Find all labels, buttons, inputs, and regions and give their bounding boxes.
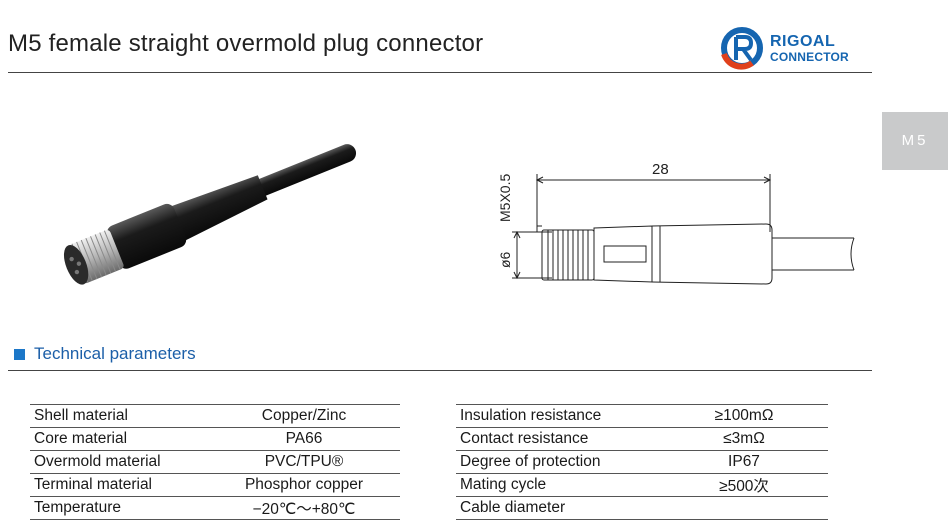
param-key: Insulation resistance <box>456 404 656 428</box>
param-value: IP67 <box>656 450 828 474</box>
logo-text-line2: CONNECTOR <box>770 50 849 64</box>
param-value: −20℃～+80℃ <box>204 496 400 520</box>
overmold-taper <box>163 175 268 245</box>
param-key: Mating cycle <box>456 473 656 497</box>
param-key: Degree of protection <box>456 450 656 474</box>
params-table-right: Insulation resistance≥100mΩ Contact resi… <box>456 404 828 520</box>
table-row: Mating cycle≥500次 <box>456 473 828 497</box>
param-value: ≤3mΩ <box>656 427 828 451</box>
param-value: ≥100mΩ <box>656 404 828 428</box>
param-value: Phosphor copper <box>204 473 400 497</box>
connector-face <box>63 244 89 285</box>
param-key: Overmold material <box>30 450 204 474</box>
param-key: Core material <box>30 427 204 451</box>
thread-label: M5X0.5 <box>497 174 513 222</box>
logo-r-glyph <box>734 35 754 62</box>
param-value: Copper/Zinc <box>204 404 400 428</box>
param-key: Temperature <box>30 496 204 520</box>
connector-photo <box>63 144 357 285</box>
param-value <box>656 496 828 520</box>
param-value: PA66 <box>204 427 400 451</box>
section-title: Technical parameters <box>34 344 196 363</box>
section-marker <box>14 349 25 360</box>
param-value: PVC/TPU® <box>204 450 400 474</box>
brand-logo <box>721 27 763 70</box>
table-row: Temperature−20℃～+80℃ <box>30 496 400 520</box>
length-label: 28 <box>652 161 669 178</box>
table-row: Contact resistance≤3mΩ <box>456 427 828 451</box>
logo-swoosh <box>721 52 754 70</box>
logo-text-line1: RIGOAL <box>770 33 836 50</box>
side-tab-m5[interactable]: M5 <box>882 112 948 170</box>
param-key: Terminal material <box>30 473 204 497</box>
diameter-label: ø6 <box>497 251 513 268</box>
dimension-drawing: 28 M5X0.5 ø6 <box>497 161 855 285</box>
title-divider <box>8 72 872 73</box>
param-value: ≥500次 <box>656 473 828 497</box>
table-row: Cable diameter <box>456 496 828 520</box>
param-key: Cable diameter <box>456 496 656 520</box>
overmold-outline <box>593 225 653 283</box>
cable-shape <box>252 144 357 197</box>
param-key: Shell material <box>30 404 204 428</box>
section-divider <box>8 370 872 371</box>
overmold-body <box>107 203 187 269</box>
table-row: Insulation resistance≥100mΩ <box>456 404 828 428</box>
param-key: Contact resistance <box>456 427 656 451</box>
page-title: M5 female straight overmold plug connect… <box>8 30 484 57</box>
